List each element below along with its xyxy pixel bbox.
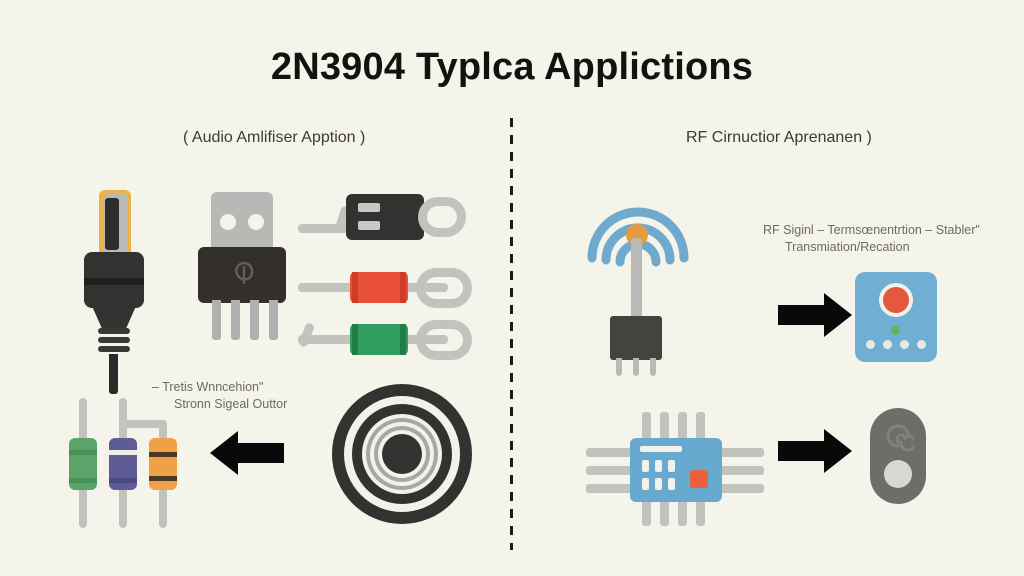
connector-contact — [358, 203, 380, 212]
antenna-pin — [616, 358, 622, 376]
chip-marking-cell — [642, 460, 649, 472]
left-annotation-line-1: – Tretis Wnncehion" — [152, 380, 264, 394]
rf-module-illustration — [855, 272, 937, 362]
chip-pin — [660, 412, 669, 440]
remote-button — [884, 460, 912, 488]
chip-marking-cell — [655, 460, 662, 472]
section-divider — [510, 118, 513, 550]
speaker-illustration — [332, 384, 472, 524]
resistor-wire-loop — [416, 320, 472, 360]
chip-pin — [642, 412, 651, 440]
chip-pin — [696, 498, 705, 526]
resistor-green-illustration — [297, 317, 474, 363]
chip-pin — [678, 498, 687, 526]
module-pad — [917, 340, 926, 349]
transistor-lead — [212, 300, 221, 340]
resistor-band — [400, 324, 406, 355]
module-button — [879, 283, 913, 317]
module-status-led — [891, 326, 900, 335]
resistor-body-orange — [149, 438, 177, 490]
left-annotation-line-2: Stronn Sigeal Outtor — [174, 397, 288, 411]
plug-cable — [109, 354, 118, 394]
arrow-right-upper-icon — [778, 292, 854, 338]
vertical-resistor-group — [66, 398, 196, 530]
chip-core-marker — [690, 470, 708, 488]
antenna-pin — [650, 358, 656, 376]
resistor-wire-loop — [416, 268, 472, 308]
antenna-pin — [633, 358, 639, 376]
connector-shell — [346, 194, 424, 240]
chip-marking-bar — [640, 446, 682, 452]
arrow-left-icon — [208, 430, 284, 476]
chip-pin — [718, 466, 764, 475]
remote-receiver-illustration — [870, 408, 926, 504]
plug-strain-rib — [98, 337, 130, 343]
transistor-mount-hole — [248, 214, 264, 230]
connector-contact — [358, 221, 380, 230]
speaker-dome — [382, 434, 422, 474]
ic-chip-illustration — [586, 410, 766, 530]
remote-shell — [870, 408, 926, 504]
dc-power-plug-illustration — [78, 190, 150, 394]
chip-pin — [678, 412, 687, 440]
plug-taper — [92, 306, 136, 328]
resistor-band — [149, 452, 177, 457]
chip-marking-cell — [668, 460, 675, 472]
resistor-band — [109, 450, 137, 455]
transistor-lead — [231, 300, 240, 340]
resistor-wire-link — [119, 420, 167, 428]
to220-transistor-illustration — [198, 192, 288, 340]
resistor-body — [350, 272, 408, 303]
plug-groove — [84, 278, 144, 285]
chip-pin — [586, 466, 632, 475]
chip-marking-cell — [655, 478, 662, 490]
rf-antenna-illustration — [578, 188, 698, 376]
chip-pin — [696, 412, 705, 440]
resistor-red-illustration — [298, 265, 474, 311]
module-pad — [866, 340, 875, 349]
transistor-lead — [250, 300, 259, 340]
connector-lead — [298, 224, 348, 233]
module-pad — [900, 340, 909, 349]
chip-pin — [586, 484, 632, 493]
right-annotation-line-2: Transmiation/Recation — [785, 240, 910, 254]
transistor-lead — [269, 300, 278, 340]
antenna-mast — [631, 238, 642, 323]
right-section-subtitle: RF Cirnuctior Aprenanen ) — [686, 129, 872, 146]
chip-marking-cell — [642, 478, 649, 490]
module-pad — [883, 340, 892, 349]
right-annotation-line-1: RF Siginl – Termsœnentrtion – Stabler" — [763, 223, 980, 237]
chip-marking-cell — [668, 478, 675, 490]
transistor-mount-hole — [220, 214, 236, 230]
usb-connector-illustration — [298, 192, 468, 252]
page-title: 2N3904 Typlca Applictions — [270, 46, 754, 88]
signal-spiral-icon — [882, 420, 917, 452]
chip-pin — [586, 448, 632, 457]
resistor-band — [69, 478, 97, 483]
right-annotation: RF Siginl – Termsœnentrtion – Stabler" T… — [763, 222, 980, 256]
resistor-band — [352, 324, 358, 355]
chip-pin — [718, 448, 764, 457]
plug-strain-rib — [98, 328, 130, 334]
resistor-band — [352, 272, 358, 303]
left-section-subtitle: ( Audio Amlifiser Apption ) — [183, 129, 366, 146]
arrow-right-lower-icon — [778, 428, 854, 474]
plug-strain-rib — [98, 346, 130, 352]
transistor-body — [198, 247, 286, 303]
resistor-band — [400, 272, 406, 303]
connector-wire-loop — [418, 197, 466, 237]
antenna-base — [610, 316, 662, 360]
chip-pin — [642, 498, 651, 526]
resistor-body — [350, 324, 408, 355]
resistor-band — [149, 476, 177, 481]
chip-pin — [660, 498, 669, 526]
chip-pin — [718, 484, 764, 493]
resistor-band — [69, 450, 97, 455]
transistor-logo-icon — [231, 260, 257, 288]
resistor-band — [109, 478, 137, 483]
plug-barrel-core — [105, 198, 119, 250]
left-annotation: – Tretis Wnncehion" Stronn Sigeal Outtor — [152, 379, 287, 413]
